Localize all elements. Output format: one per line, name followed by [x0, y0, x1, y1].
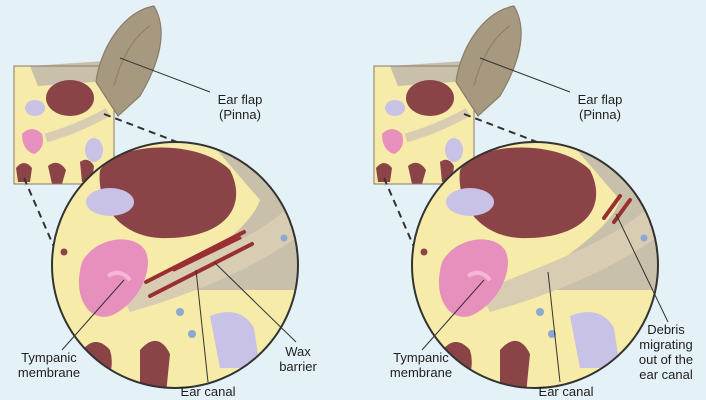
sinus	[25, 100, 45, 116]
vessel-dot	[61, 249, 68, 256]
debris-migrating-label: Debris migrating out of the ear canal	[628, 322, 704, 382]
vessel-dot-2	[281, 235, 288, 242]
bone-mass	[406, 80, 454, 116]
lens-sinus	[86, 188, 134, 216]
panel-debris-migration	[374, 6, 668, 394]
sinus-2	[445, 138, 463, 162]
lens-sinus	[446, 188, 494, 216]
vessel-dot-2	[641, 235, 648, 242]
panel-wax-barrier	[14, 6, 300, 394]
lymph-node-2	[188, 330, 196, 338]
ear-flap-label: Ear flap (Pinna)	[560, 92, 640, 122]
sinus-2	[85, 138, 103, 162]
bone-mass	[46, 80, 94, 116]
wax-barrier-label: Wax barrier	[270, 344, 326, 374]
vessel-dot	[421, 249, 428, 256]
tympanic-membrane-label: Tympanic membrane	[376, 350, 466, 380]
ear-canal-label: Ear canal	[168, 384, 248, 399]
tympanic-membrane-label: Tympanic membrane	[4, 350, 94, 380]
ear-flap-label: Ear flap (Pinna)	[200, 92, 280, 122]
lymph-node	[536, 308, 544, 316]
lymph-node	[176, 308, 184, 316]
sinus	[385, 100, 405, 116]
ear-canal-label: Ear canal	[526, 384, 606, 399]
